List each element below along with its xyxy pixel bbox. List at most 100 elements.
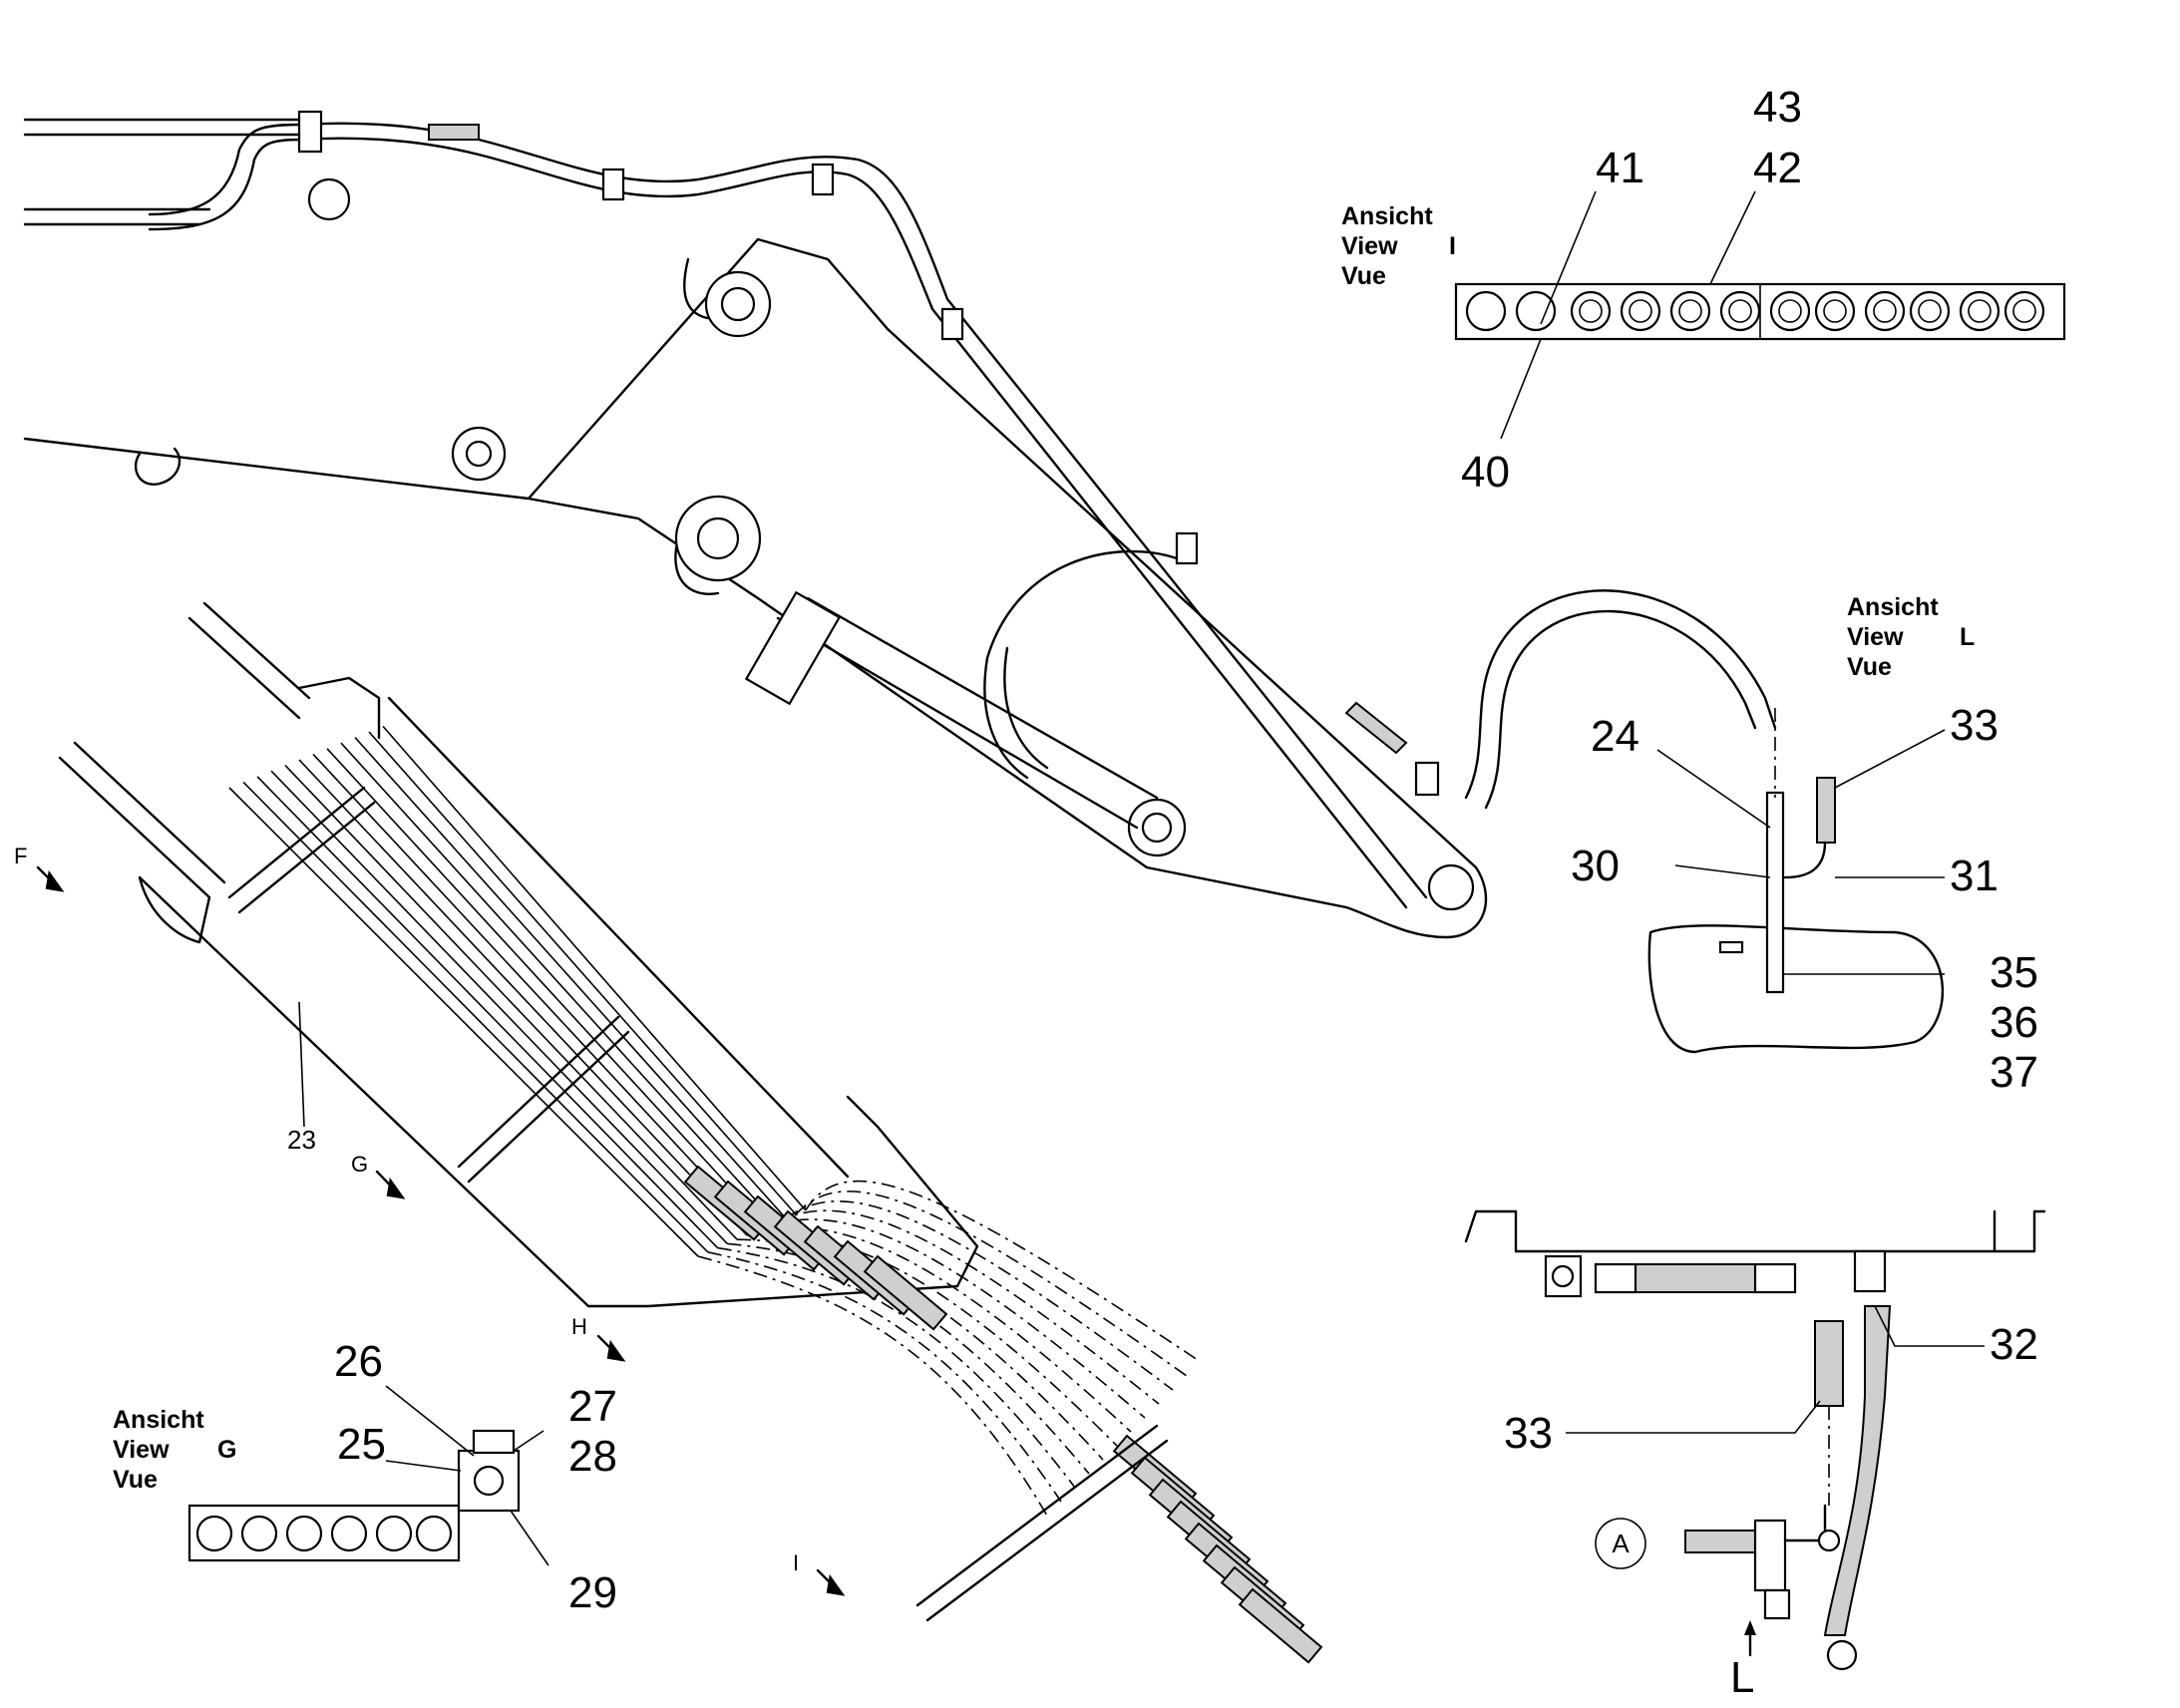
clamp-hole <box>1719 290 1761 332</box>
direction-f: F <box>14 844 27 868</box>
view-l-line2: View <box>1847 623 1904 651</box>
detail-a-marker-circle <box>1595 1518 1646 1569</box>
bundle-line <box>298 759 748 1236</box>
clamp-hole-inner <box>1678 299 1702 323</box>
view-label-l: Ansicht View Vue L <box>1847 593 1975 681</box>
clamp-hole-inner <box>1873 299 1897 323</box>
view-label-i: Ansicht View Vue I <box>1341 202 1456 290</box>
callout-28: 28 <box>568 1432 617 1481</box>
clamp-hole <box>1909 290 1951 332</box>
bundle-dash <box>746 1233 1118 1447</box>
view-l-line1: Ansicht <box>1847 593 1939 621</box>
clamp-hole <box>1864 290 1906 332</box>
bundle-dash <box>795 1191 1188 1377</box>
callout-43: 43 <box>1753 83 1802 132</box>
clamp-hole-inner <box>1823 299 1847 323</box>
callout-24: 24 <box>1591 712 1639 761</box>
callout-42: 42 <box>1753 144 1802 192</box>
direction-h: H <box>571 1314 587 1339</box>
detail-a-assembly <box>1464 1209 2046 1671</box>
hose-segment <box>1238 1587 1323 1664</box>
clamp-hole <box>1959 290 2000 332</box>
callout-29: 29 <box>568 1568 617 1617</box>
bundle-line <box>326 748 768 1228</box>
bundle-line <box>256 776 719 1249</box>
bundle-line <box>354 737 787 1219</box>
clamp-hole <box>1570 290 1612 332</box>
callout-40: 40 <box>1461 448 1510 497</box>
view-l-line3: Vue <box>1847 653 1892 681</box>
detail-a-marker: A <box>1612 1529 1630 1558</box>
boom-structure <box>23 110 1777 939</box>
view-i-line2: View <box>1341 232 1398 260</box>
callout-30: 30 <box>1571 842 1620 890</box>
callout-36: 36 <box>1990 998 2038 1047</box>
direction-i: I <box>793 1550 799 1575</box>
view-i-line1: Ansicht <box>1341 202 1433 230</box>
callout-33-lower: 33 <box>1504 1409 1553 1458</box>
bundle-dash <box>766 1218 1146 1419</box>
bundle-line <box>242 781 709 1253</box>
callout-31: 31 <box>1950 852 1998 900</box>
clamp-hole <box>1465 290 1507 332</box>
direction-arrows <box>36 865 1756 1657</box>
clamp-hole-inner <box>2012 299 2036 323</box>
direction-l: L <box>1730 1653 1754 1702</box>
clamp-hole <box>1669 290 1711 332</box>
clamp-hole <box>330 1515 368 1552</box>
bundle-dash <box>727 1242 1090 1475</box>
view-l-letter: L <box>1960 623 1975 651</box>
callout-32: 32 <box>1990 1320 2038 1369</box>
clamp-hole-inner <box>1629 299 1652 323</box>
clamp-hole-inner <box>1579 299 1603 323</box>
bundle-line <box>340 742 777 1223</box>
view-i-line3: Vue <box>1341 262 1386 290</box>
view-g-clamp-assembly <box>187 1429 521 1562</box>
hose-segment <box>863 1254 948 1331</box>
view-i-letter: I <box>1449 232 1456 260</box>
bundle-line <box>270 770 728 1244</box>
clamp-hole-inner <box>1728 299 1752 323</box>
bundle-dash <box>697 1255 1048 1517</box>
clamp-hole <box>285 1515 323 1552</box>
clamp-hole-inner <box>1968 299 1992 323</box>
callout-25: 25 <box>337 1420 386 1469</box>
clamp-hole <box>1620 290 1661 332</box>
callout-41: 41 <box>1596 144 1644 192</box>
callout-37: 37 <box>1990 1048 2038 1097</box>
bundle-line <box>312 753 758 1232</box>
bracket-bar <box>227 786 376 914</box>
clamp-hole <box>1769 290 1811 332</box>
clamp-hole <box>1515 290 1557 332</box>
bundle-line <box>368 731 797 1215</box>
clamp-hole <box>195 1515 233 1552</box>
view-g-letter: G <box>217 1436 236 1464</box>
callout-27: 27 <box>568 1382 617 1431</box>
callout-23: 23 <box>287 1125 316 1155</box>
bundle-dash <box>785 1200 1174 1391</box>
clamp-hole-inner <box>1918 299 1942 323</box>
bundle-line <box>228 787 699 1257</box>
clamp-hole <box>2003 290 2045 332</box>
bundle-dash <box>805 1180 1202 1363</box>
view-g-line2: View <box>113 1436 170 1464</box>
bundle-dash <box>707 1251 1062 1503</box>
bundle-dash <box>776 1209 1160 1405</box>
view-g-line1: Ansicht <box>113 1406 204 1434</box>
callout-35: 35 <box>1990 948 2038 997</box>
clamp-hole <box>240 1515 278 1552</box>
bracket-bar <box>915 1424 1169 1622</box>
clamp-hole <box>1814 290 1856 332</box>
view-i-clamp-assembly <box>1454 282 2066 341</box>
direction-g: G <box>351 1152 368 1177</box>
clamp-hole-inner <box>1778 299 1802 323</box>
clamp-hole <box>375 1515 413 1552</box>
leader-lines <box>298 190 1985 1566</box>
callout-26: 26 <box>334 1337 383 1386</box>
view-g-line3: Vue <box>113 1466 158 1494</box>
view-l-mount <box>1647 708 1945 1054</box>
bundle-line <box>284 765 738 1240</box>
bundle-line <box>382 725 807 1211</box>
clamp-hole <box>415 1515 453 1552</box>
